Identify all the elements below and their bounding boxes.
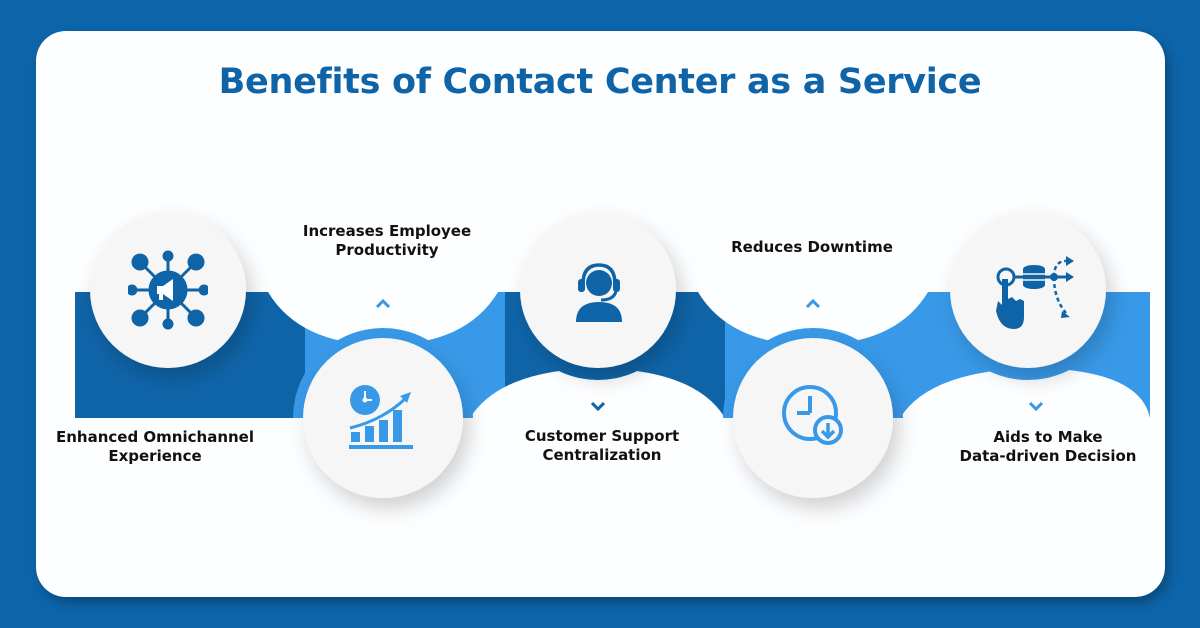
chevron-down-icon — [161, 402, 175, 412]
clock-download-icon — [782, 385, 843, 445]
label-line: Enhanced Omnichannel — [56, 428, 254, 446]
chevron-down-icon — [1029, 402, 1043, 412]
step-label-productivity: Increases Employee Productivity — [257, 222, 517, 260]
chevron-up-icon — [806, 298, 820, 308]
chevron-up-icon — [376, 298, 390, 308]
label-line: Reduces Downtime — [731, 238, 893, 256]
label-line: Customer Support — [524, 427, 680, 445]
page-title: Benefits of Contact Center as a Service — [218, 62, 982, 102]
label-line: Aids to Make — [993, 428, 1103, 446]
step-label-downtime: Reduces Downtime — [682, 238, 942, 257]
label-line: Increases Employee — [302, 222, 472, 240]
label-line: Centralization — [542, 446, 662, 464]
chevron-down-icon — [591, 402, 605, 412]
label-line: Productivity — [335, 241, 439, 259]
support-agent-headset-icon — [576, 263, 622, 322]
omnichannel-network-icon — [128, 250, 208, 330]
data-decision-icon — [996, 256, 1074, 329]
productivity-chart-clock-icon — [349, 385, 413, 449]
label-line: Experience — [108, 447, 202, 465]
step-label-data-driven: Aids to Make Data-driven Decision — [918, 428, 1178, 466]
step-label-centralization: Customer Support Centralization — [472, 427, 732, 465]
step-label-omnichannel: Enhanced Omnichannel Experience — [25, 428, 285, 466]
label-line: Data-driven Decision — [959, 447, 1137, 465]
